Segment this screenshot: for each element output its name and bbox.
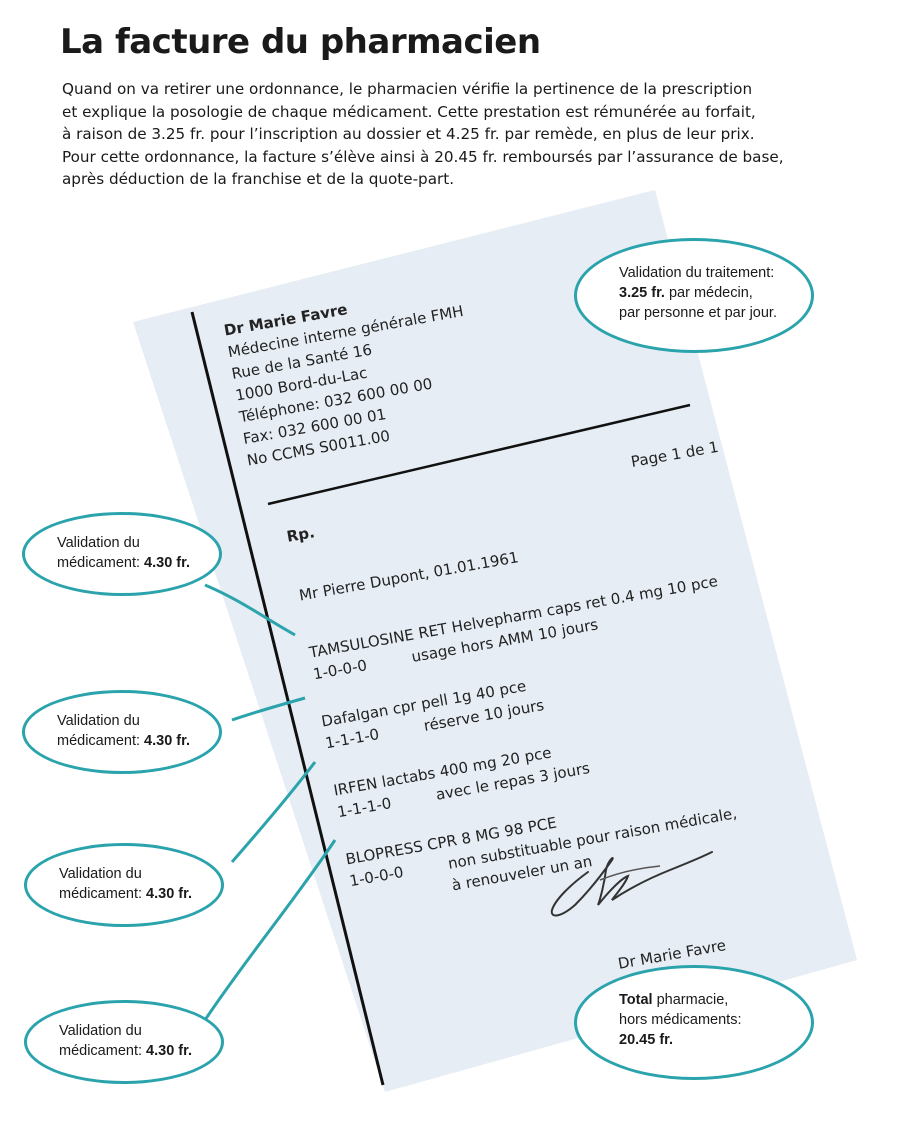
intro-line: et explique la posologie de chaque médic… — [62, 102, 756, 121]
bubble-amount: 20.45 fr. — [619, 1032, 674, 1048]
bubble-amount: 4.30 fr. — [144, 733, 190, 749]
medication-dose: 1-1-1-0 — [323, 725, 381, 753]
intro-line: après déduction de la franchise et de la… — [62, 170, 455, 188]
bubble-text: médicament: — [59, 1043, 143, 1059]
rp-label: Rp. — [285, 523, 317, 546]
connector-line — [203, 839, 337, 1021]
medication-dose: 1-0-0-0 — [311, 656, 369, 684]
bubble-text: Validation du — [57, 713, 140, 729]
bubble-text: médicament: — [59, 886, 143, 902]
bubble-text: pharmacie, — [656, 992, 729, 1008]
bubble-text: Validation du — [57, 535, 140, 551]
intro-paragraph: Quand on va retirer une ordonnance, le p… — [62, 78, 852, 191]
bubble-text: Validation du traitement: — [619, 265, 775, 281]
bubble-amount: 4.30 fr. — [146, 1043, 192, 1059]
intro-line: Pour cette ordonnance, la facture s’élèv… — [62, 147, 784, 166]
connector-line — [230, 761, 317, 863]
bubble-text: Validation du — [59, 866, 142, 882]
bubble-total-label: Total — [619, 992, 653, 1008]
bubble-text: Validation du — [59, 1023, 142, 1039]
medication-dose: 1-1-1-0 — [335, 794, 393, 822]
bubble-amount: 4.30 fr. — [144, 555, 190, 571]
bubble-validation-medicament: Validation du médicament: 4.30 fr. — [24, 843, 224, 927]
bubble-validation-traitement: Validation du traitement: 3.25 fr. par m… — [574, 238, 814, 353]
patient-name: Mr Pierre Dupont, 01.01.1961 — [297, 548, 520, 605]
bubble-text: médicament: — [57, 555, 141, 571]
page-number: Page 1 de 1 — [629, 437, 720, 471]
bubble-total: Total pharmacie, hors médicaments: 20.45… — [574, 965, 814, 1080]
intro-line: Quand on va retirer une ordonnance, le p… — [62, 80, 753, 98]
bubble-text: par personne et par jour. — [619, 305, 777, 321]
bubble-text: médicament: — [57, 733, 141, 749]
connector-line — [204, 583, 296, 637]
page-title: La facture du pharmacien — [60, 22, 541, 62]
signature-mark — [599, 865, 661, 881]
connector-line — [231, 696, 306, 722]
bubble-text: par médecin, — [668, 285, 753, 301]
intro-line: à raison de 3.25 fr. pour l’inscription … — [62, 125, 755, 143]
bubble-validation-medicament: Validation du médicament: 4.30 fr. — [22, 690, 222, 774]
bubble-amount: 3.25 fr. — [619, 285, 665, 301]
bubble-text: hors médicaments: — [619, 1012, 742, 1028]
bubble-amount: 4.30 fr. — [146, 886, 192, 902]
bubble-validation-medicament: Validation du médicament: 4.30 fr. — [24, 1000, 224, 1084]
medication-dose: 1-0-0-0 — [348, 862, 405, 891]
bubble-validation-medicament: Validation du médicament: 4.30 fr. — [22, 512, 222, 596]
